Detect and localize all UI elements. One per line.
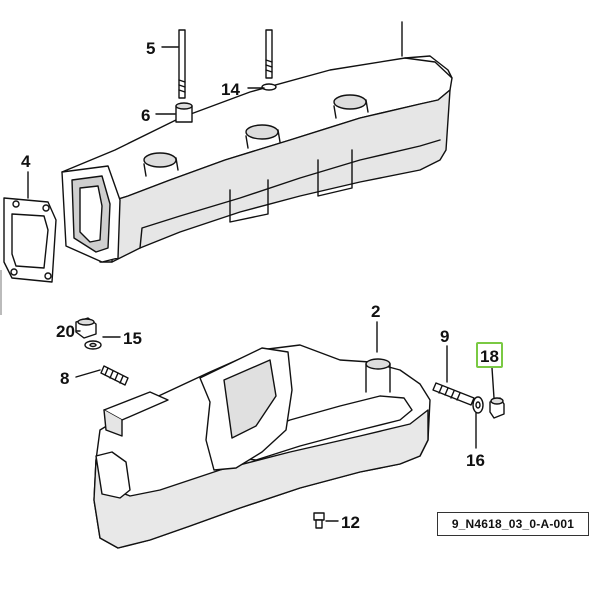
callout-18-highlight-box[interactable]: [476, 342, 503, 368]
bolt-part-12: [313, 512, 325, 529]
reference-code-box: 9_N4618_03_0-A-001: [437, 512, 589, 536]
callout-14: 14: [221, 80, 240, 99]
washer-part-15: [84, 340, 102, 350]
leader-lines: [27, 46, 495, 522]
gasket-part-4: [3, 197, 57, 283]
callout-12: 12: [341, 513, 360, 532]
stud-part-9: [432, 382, 475, 406]
callout-labels: 5 14 6 4 2 20 15 8 9 18 16 12: [21, 39, 499, 532]
callout-5: 5: [146, 39, 155, 58]
callout-18: 18: [480, 347, 499, 366]
left-edge-mark: [0, 270, 2, 315]
washer-part-16: [472, 396, 484, 414]
callout-4: 4: [21, 152, 31, 171]
callout-2: 2: [371, 302, 380, 321]
upper-manifold-cover: [61, 21, 453, 263]
callout-20: 20: [56, 322, 75, 341]
stud-part-8: [100, 365, 129, 386]
callout-16: 16: [466, 451, 485, 470]
nut-part-20: [75, 317, 97, 339]
callout-9: 9: [440, 327, 449, 346]
callout-8: 8: [60, 369, 69, 388]
reference-code-text: 9_N4618_03_0-A-001: [451, 517, 575, 531]
lower-manifold-part-2: [93, 344, 431, 549]
callout-6: 6: [141, 106, 150, 125]
nut-part-18: [489, 397, 505, 419]
callout-15: 15: [123, 329, 142, 348]
spacer-part-6: [175, 102, 193, 123]
stud-part-14: [261, 29, 277, 91]
stud-part-5: [178, 29, 186, 99]
